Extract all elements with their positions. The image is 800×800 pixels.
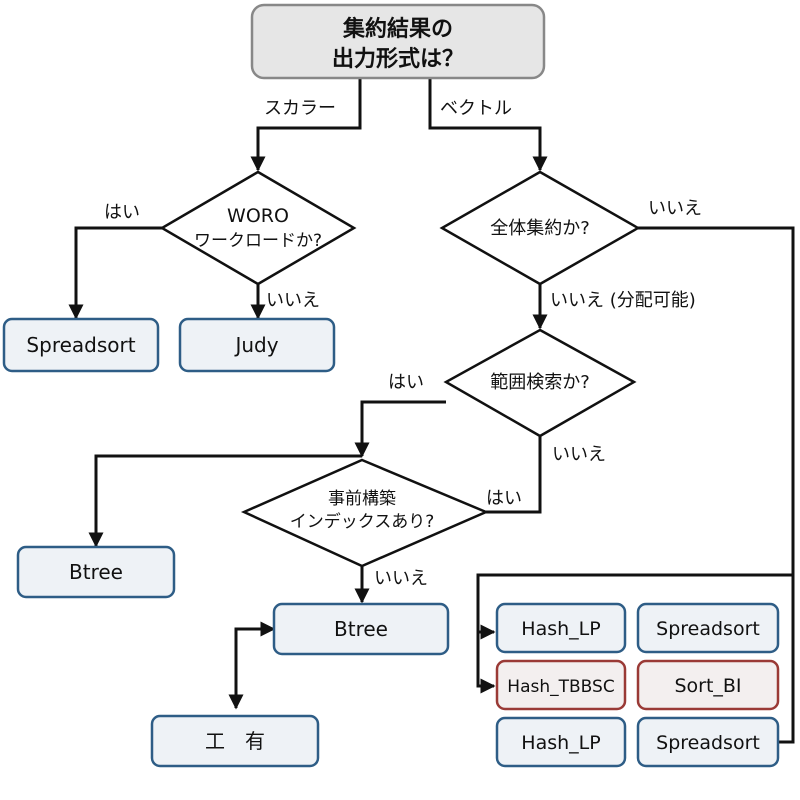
leaf-hash-lp-1-label: Hash_LP: [521, 618, 600, 640]
decision-range: 範囲検索か?: [443, 328, 637, 438]
label-woro-no: いいえ: [266, 290, 320, 311]
label-global-no: いいえ: [648, 198, 702, 219]
label-presort-no: いいえ: [374, 568, 428, 589]
global-text: 全体集約か?: [490, 218, 590, 239]
start-line2: 出力形式は？: [332, 47, 464, 72]
leaf-kou-yuu-label: 工 有: [205, 729, 265, 753]
leaf-spreadsort-left-label: Spreadsort: [26, 333, 135, 357]
start-node: 集約結果の 出力形式は？: [250, 3, 546, 80]
edge-scalar: [250, 78, 362, 172]
leaf-judy: Judy: [178, 317, 336, 373]
leaf-spreadsort-1-label: Spreadsort: [656, 618, 760, 640]
edge-range-yes: [354, 400, 446, 458]
edge-btree-kou: [228, 621, 276, 710]
label-scalar: スカラー: [264, 98, 336, 119]
presort-line1: 事前構築: [328, 489, 396, 509]
woro-line1: WORO: [227, 205, 289, 227]
label-woro-yes: はい: [104, 202, 140, 223]
label-range-no: いいえ: [552, 444, 606, 465]
edge-woro-yes: [68, 226, 162, 320]
edge-vector: [428, 78, 548, 172]
leaf-kou-yuu: 工 有: [150, 714, 320, 768]
edges: [68, 78, 795, 744]
leaf-judy-label: Judy: [233, 333, 278, 357]
start-line1: 集約結果の: [342, 16, 453, 42]
range-text: 範囲検索か?: [490, 372, 590, 393]
leaf-sort-bi-label: Sort_BI: [674, 675, 741, 697]
edge-global-no: [638, 226, 795, 744]
leaf-spreadsort-2-label: Spreadsort: [656, 732, 760, 754]
leaf-btree-left-label: Btree: [69, 560, 123, 584]
leaf-spreadsort-left: Spreadsort: [2, 317, 160, 373]
decision-woro: WORO ワークロードか?: [159, 170, 357, 286]
label-presort-yes: はい: [486, 488, 522, 509]
leaf-spreadsort-1: Spreadsort: [636, 602, 780, 654]
leaf-btree-left: Btree: [16, 545, 176, 599]
decision-presort: 事前構築 インデックスあり?: [240, 458, 490, 568]
label-range-yes: はい: [388, 372, 424, 393]
leaf-hash-lp-1: Hash_LP: [495, 602, 627, 654]
edge-to-btree-left: [88, 454, 362, 548]
leaf-hash-lp-2-label: Hash_LP: [521, 732, 600, 754]
leaf-spreadsort-2: Spreadsort: [636, 716, 780, 768]
edge-range-no: [486, 436, 542, 514]
leaf-hash-tbbsc-label: Hash_TBBSC: [507, 677, 614, 697]
leaf-sort-bi: Sort_BI: [636, 659, 780, 711]
leaf-hash-lp-2: Hash_LP: [495, 716, 627, 768]
presort-line2: インデックスあり?: [290, 511, 435, 532]
label-global-no-partition: いいえ (分配可能): [550, 290, 696, 311]
woro-line2: ワークロードか?: [194, 231, 322, 251]
leaf-btree-mid: Btree: [272, 602, 450, 656]
leaf-btree-mid-label: Btree: [334, 617, 388, 641]
label-vector: ベクトル: [440, 98, 512, 119]
leaf-hash-tbbsc: Hash_TBBSC: [495, 659, 627, 711]
decision-global: 全体集約か?: [439, 170, 641, 286]
